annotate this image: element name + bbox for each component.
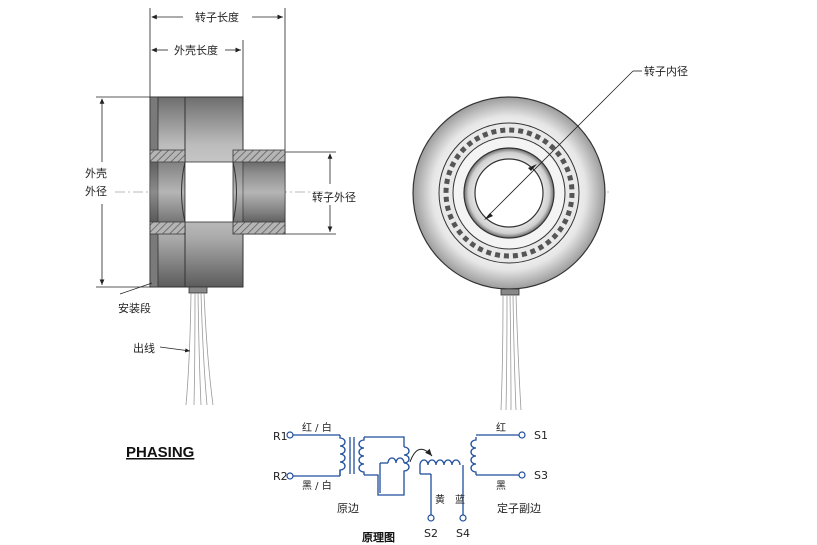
terminal-s3-label: S3 <box>534 469 548 482</box>
schematic-wiring <box>293 434 519 515</box>
terminal-r1-label: R1 <box>273 430 288 443</box>
terminal-r2-label: R2 <box>273 470 288 483</box>
lead-connector-front <box>500 288 520 296</box>
yellow-label: 黄 <box>435 493 445 506</box>
rotor-length-label: 转子长度 <box>195 10 239 24</box>
housing-od-label-2: 外径 <box>85 185 107 198</box>
terminal-r1 <box>286 431 294 439</box>
lead-wires-side <box>185 292 214 406</box>
primary-label: 原边 <box>337 502 359 515</box>
rotor-id-arrow-1 <box>484 213 493 220</box>
phasing-title: PHASING <box>126 444 194 461</box>
section-hatch-bottom-left <box>149 221 186 235</box>
terminal-s1 <box>518 431 526 439</box>
section-hatch-top-left <box>149 149 186 163</box>
terminal-s2-label: S2 <box>424 527 438 540</box>
terminal-s4 <box>459 514 467 522</box>
rotation-arrow <box>409 448 433 463</box>
terminal-s2 <box>427 514 435 522</box>
blue-label: 蓝 <box>455 494 465 506</box>
terminal-s1-label: S1 <box>534 429 548 442</box>
red-white-label: 红 / 白 <box>302 421 332 434</box>
side-view: 转子长度 外壳长度 外壳 外径 转子外径 安装段 出线 <box>85 8 356 406</box>
section-hatch-top-right <box>232 149 286 163</box>
rotor-id-arrow-2 <box>528 164 537 171</box>
schematic-title: 原理图 <box>362 531 395 544</box>
lead-wires-label: 出线 <box>133 341 155 355</box>
black-white-label: 黑 / 白 <box>302 479 332 492</box>
red-label: 红 <box>496 421 506 434</box>
terminals <box>286 431 526 522</box>
terminal-s3 <box>518 471 526 479</box>
mounting-leader <box>119 282 153 295</box>
black-label: 黑 <box>496 480 506 492</box>
terminal-r2 <box>286 472 294 480</box>
bore-curve-left <box>181 161 186 223</box>
front-view: 转子内径 <box>412 64 688 411</box>
bore-curve-right <box>232 161 237 223</box>
rotor-id-leader <box>487 70 634 217</box>
schematic: PHASING <box>126 421 548 544</box>
rotor-bore-front <box>474 158 544 228</box>
rotor-od-label: 转子外径 <box>312 190 356 204</box>
lead-wires-leader <box>159 346 191 353</box>
lead-wires-front <box>500 294 522 411</box>
stator-teeth <box>443 127 575 259</box>
bore-cutout <box>184 161 234 223</box>
lead-connector <box>188 286 208 294</box>
terminal-s4-label: S4 <box>456 527 470 540</box>
rotor-id-label: 转子内径 <box>644 64 688 78</box>
stator-secondary-label: 定子副边 <box>497 501 541 515</box>
housing-length-label: 外壳长度 <box>174 43 218 57</box>
housing-od-label-1: 外壳 <box>85 166 107 180</box>
mounting-section-label: 安装段 <box>118 301 151 315</box>
section-hatch-bottom-right <box>232 221 286 235</box>
